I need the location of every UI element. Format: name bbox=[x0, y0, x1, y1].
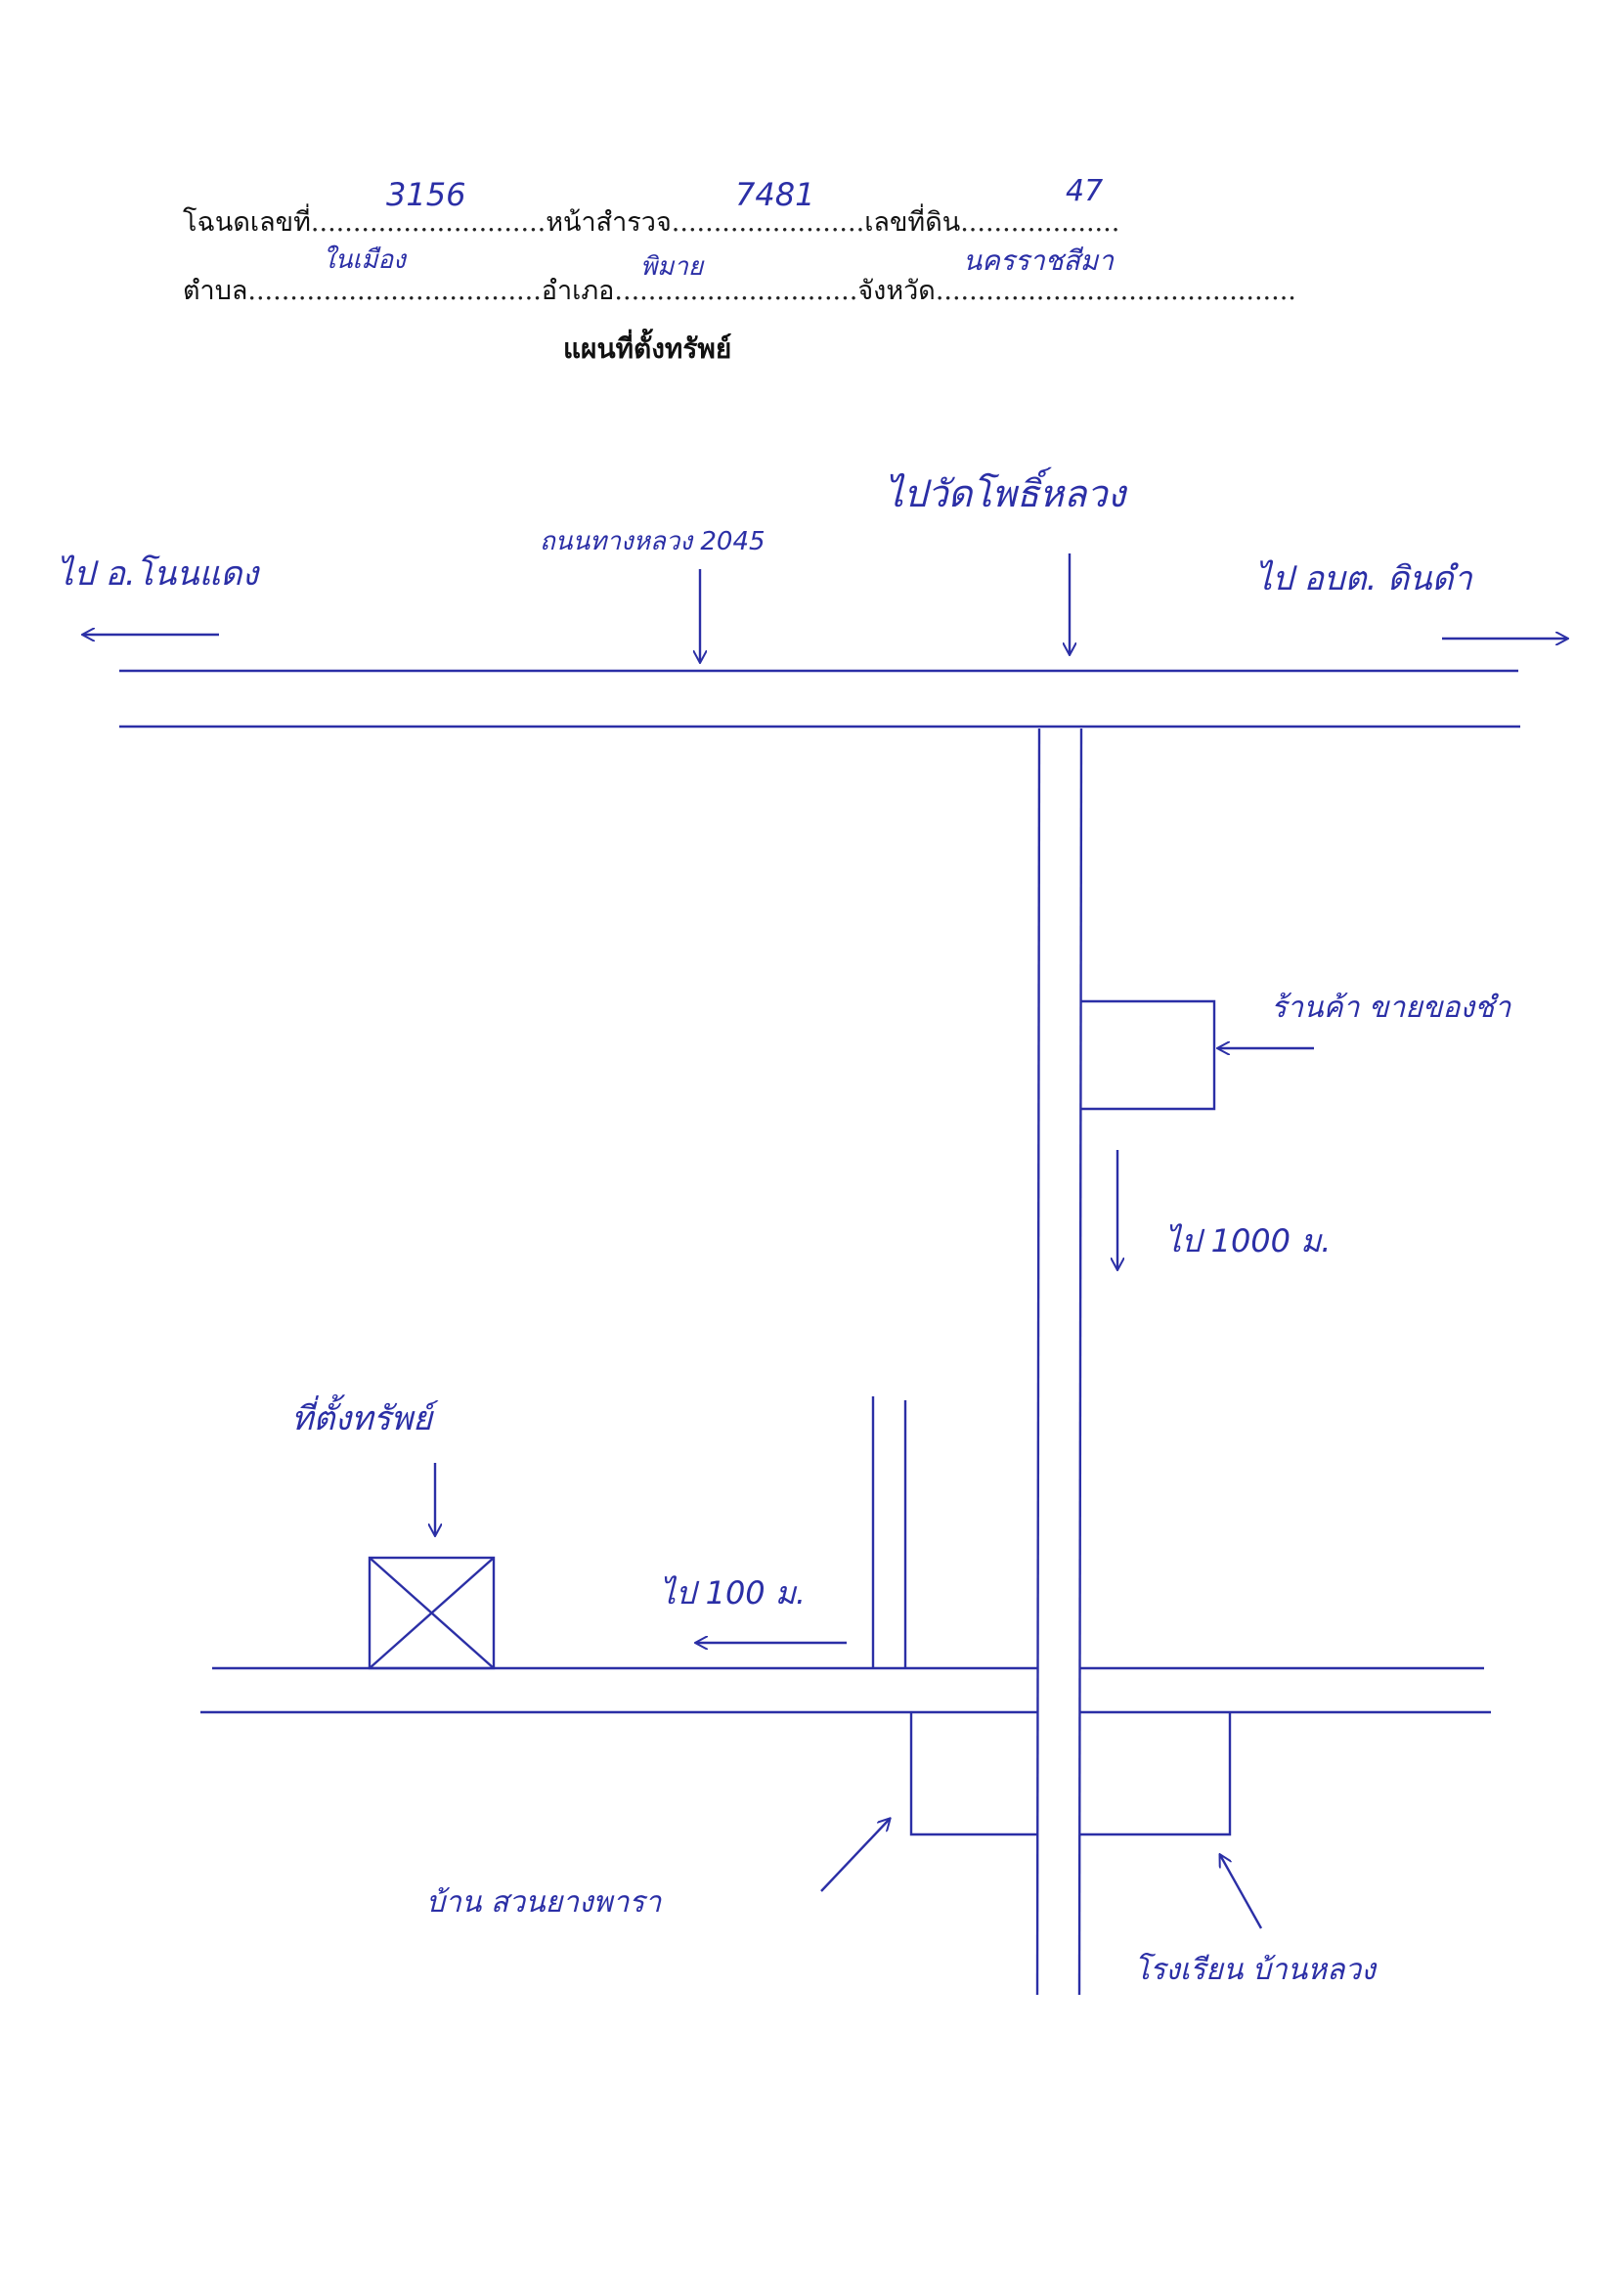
label-house: บ้าน สวนยางพารา bbox=[426, 1885, 662, 1920]
shop-building bbox=[1081, 999, 1216, 1111]
province-label: จังหวัด bbox=[857, 276, 936, 306]
land-no-label: เลขที่ดิน bbox=[864, 207, 961, 238]
deed-no-value: 3156 bbox=[386, 176, 466, 213]
header-row-2: ตำบล...................................อ… bbox=[183, 269, 1296, 311]
property-marker bbox=[368, 1556, 496, 1670]
vertical-road-left-edge bbox=[1035, 728, 1041, 1996]
label-distance-1: ไป 1000 ม. bbox=[1165, 1222, 1331, 1259]
arrow-school bbox=[1220, 1855, 1263, 1929]
label-school: โรงเรียน บ้านหลวง bbox=[1134, 1952, 1378, 1987]
property-cross-2 bbox=[369, 1557, 495, 1669]
vertical-road-right-edge bbox=[1077, 728, 1083, 1996]
land-no-dots: ................... bbox=[960, 207, 1120, 238]
survey-page-dots: ....................... bbox=[671, 207, 865, 238]
survey-page-label: หน้าสำรวจ bbox=[546, 207, 672, 238]
subdistrict-value: ในเมือง bbox=[323, 245, 406, 275]
label-to-right: ไป อบต. ดินดำ bbox=[1255, 559, 1473, 598]
arrow-house bbox=[820, 1819, 890, 1892]
land-no-value: 47 bbox=[1066, 174, 1104, 208]
district-value: พิมาย bbox=[640, 252, 704, 282]
label-to-temple: ไปวัดโพธิ์หลวง bbox=[885, 466, 1128, 515]
header-row-1: โฉนดเลขที่............................หน… bbox=[183, 200, 1119, 243]
label-shop: ร้านค้า ขายของชำ bbox=[1271, 991, 1511, 1025]
province-dots: ........................................… bbox=[935, 276, 1296, 306]
page-title: แผนที่ตั้งทรัพย์ bbox=[563, 332, 732, 365]
label-to-left: ไป อ.โนนแดง bbox=[57, 554, 260, 594]
province-value: นครราชสีมา bbox=[963, 244, 1114, 277]
district-label: อำเภอ bbox=[541, 276, 615, 306]
school-building bbox=[1079, 1712, 1232, 1836]
deed-no-label: โฉนดเลขที่ bbox=[183, 207, 311, 238]
subdistrict-dots: ................................... bbox=[247, 276, 542, 306]
label-distance-2: ไป 100 ม. bbox=[660, 1574, 806, 1612]
label-property: ที่ตั้งทรัพย์ bbox=[291, 1393, 439, 1438]
survey-page-value: 7481 bbox=[735, 176, 815, 213]
label-road-name: ถนนทางหลวง 2045 bbox=[540, 527, 766, 556]
deed-no-dots: ............................ bbox=[310, 207, 547, 238]
district-dots: ............................. bbox=[614, 276, 858, 306]
subdistrict-label: ตำบล bbox=[183, 276, 248, 306]
house-building bbox=[909, 1712, 1037, 1836]
